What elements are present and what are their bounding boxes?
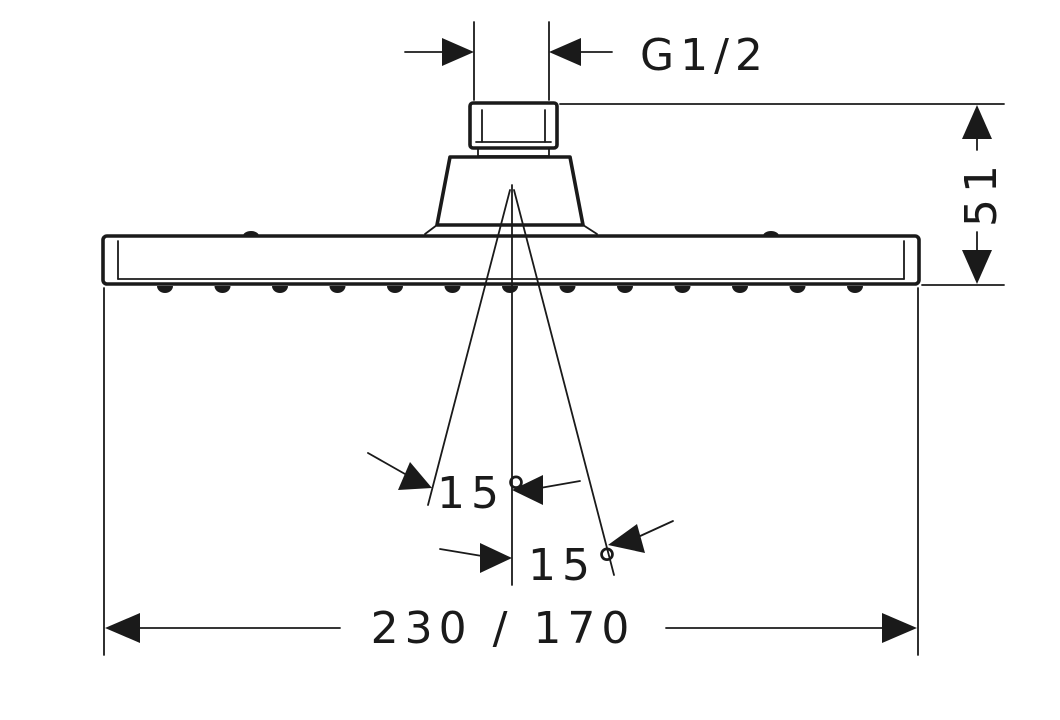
spray-nozzle <box>732 286 748 293</box>
arrow-left-icon <box>512 475 543 505</box>
spray-nozzle <box>847 286 863 293</box>
spray-nozzle <box>329 286 346 293</box>
spray-nozzle <box>157 286 173 293</box>
spray-line-right <box>513 189 615 576</box>
spray-nozzle <box>502 286 518 293</box>
spray-angle-left: 15° <box>367 452 581 519</box>
arrow-down-icon <box>962 250 992 284</box>
spray-nozzle <box>617 286 633 293</box>
spray-nozzle <box>444 286 461 293</box>
arrow-left-icon <box>608 524 645 553</box>
spray-angle-left-label: 15° <box>437 468 533 519</box>
height-dimension: 51 <box>559 103 1007 286</box>
spray-nozzle <box>789 286 806 293</box>
width-label: 230 / 170 <box>371 603 636 654</box>
arrow-left-icon <box>549 38 581 66</box>
spray-angle-right: 15° <box>439 520 674 591</box>
thread-dimension: G1/2 <box>404 21 769 101</box>
height-label: 51 <box>956 159 1007 227</box>
spray-nozzle <box>214 286 231 293</box>
arrow-right-icon <box>442 38 474 66</box>
arrow-right-icon <box>882 613 917 643</box>
spray-nozzle <box>559 286 576 293</box>
spray-nozzles <box>157 286 863 293</box>
spray-line-left <box>427 189 511 506</box>
spray-angle-right-label: 15° <box>528 540 624 591</box>
connection-nut <box>468 101 559 157</box>
spray-nozzle <box>387 286 403 293</box>
spray-nozzle <box>272 286 288 293</box>
spray-nozzle <box>674 286 691 293</box>
arrow-right-icon <box>480 543 512 573</box>
thread-label: G1/2 <box>640 30 769 81</box>
arrow-left-icon <box>105 613 140 643</box>
arrow-up-icon <box>962 105 992 139</box>
shower-plate <box>101 231 921 286</box>
width-dimension: 230 / 170 <box>103 287 919 656</box>
arrow-right-icon <box>398 462 432 490</box>
